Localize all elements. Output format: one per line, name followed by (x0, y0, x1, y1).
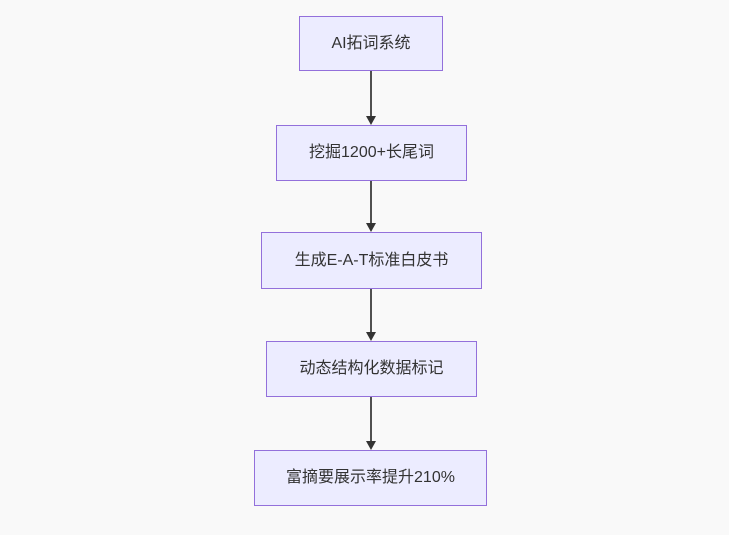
flow-node-ai-word-expansion-system: AI拓词系统 (299, 16, 443, 71)
arrow-down-icon (366, 116, 376, 125)
flow-node-mine-longtail-keywords: 挖掘1200+长尾词 (276, 125, 467, 181)
arrow-down-icon (366, 332, 376, 341)
arrow-shaft (370, 289, 372, 332)
arrow-down-icon (366, 223, 376, 232)
flow-node-label: 挖掘1200+长尾词 (309, 144, 434, 162)
flow-node-label: 富摘要展示率提升210% (286, 469, 455, 487)
flow-node-label: 动态结构化数据标记 (299, 360, 444, 378)
flow-arrow-1 (366, 71, 376, 125)
flow-node-generate-eat-whitepaper: 生成E-A-T标准白皮书 (261, 232, 482, 289)
flow-arrow-4 (366, 397, 376, 450)
flow-node-dynamic-structured-data-markup: 动态结构化数据标记 (266, 341, 477, 397)
flow-arrow-2 (366, 181, 376, 232)
arrow-down-icon (366, 441, 376, 450)
arrow-shaft (370, 181, 372, 223)
flow-node-rich-snippet-rate-increase: 富摘要展示率提升210% (254, 450, 487, 506)
flow-arrow-3 (366, 289, 376, 341)
flow-node-label: 生成E-A-T标准白皮书 (294, 251, 449, 269)
arrow-shaft (370, 397, 372, 441)
flow-node-label: AI拓词系统 (331, 34, 411, 52)
arrow-shaft (370, 71, 372, 116)
